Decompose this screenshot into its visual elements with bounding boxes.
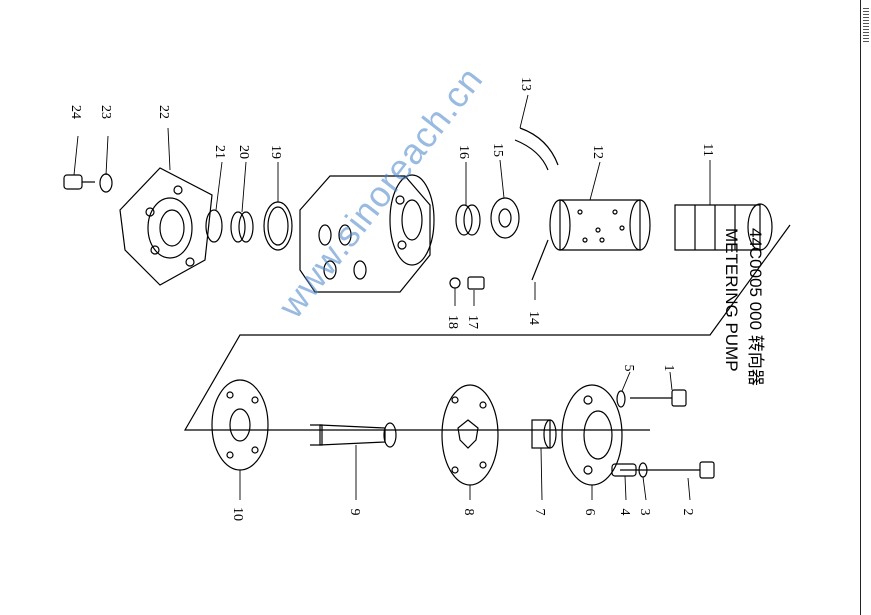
part-label-23: 23 (98, 105, 113, 119)
sheet-border (860, 0, 861, 615)
part-21-o-ring (205, 209, 223, 243)
part-22-flange (119, 167, 213, 286)
part-6-end-cap (561, 384, 623, 486)
part-label-10: 10 (230, 507, 245, 521)
part-4-spacer (611, 463, 637, 477)
part-label-3: 3 (637, 509, 652, 516)
sheet-corner-mark (863, 8, 869, 42)
assembly-frame-lines (183, 224, 791, 431)
part-label-2: 2 (680, 509, 695, 516)
part-12-sleeve (549, 199, 651, 251)
part-1-bolt (630, 389, 687, 407)
part-label-1: 1 (661, 365, 676, 372)
part-label-22: 22 (156, 105, 171, 119)
part-label-21: 21 (212, 145, 227, 159)
leader-lines (73, 94, 711, 501)
part-8-gerotor (441, 384, 499, 486)
part-label-12: 12 (590, 145, 605, 159)
part-label-24: 24 (68, 105, 83, 119)
part-9-drive-shaft (310, 422, 397, 448)
part-24-screw (63, 174, 95, 190)
part-label-8: 8 (461, 509, 476, 516)
part-label-15: 15 (490, 143, 505, 157)
part-15-disc (490, 197, 520, 239)
part-23-washer (99, 173, 113, 193)
part-10-end-plate (211, 379, 269, 471)
housing-body (299, 174, 435, 293)
part-label-5: 5 (621, 365, 636, 372)
part-5-washer (616, 390, 626, 408)
part-label-14: 14 (526, 311, 541, 325)
part-label-11: 11 (700, 143, 715, 156)
part-label-7: 7 (532, 509, 547, 516)
part-2-bolt (620, 461, 715, 479)
part-18-ball (449, 277, 461, 289)
part-label-9: 9 (347, 509, 362, 516)
part-label-19: 19 (268, 145, 283, 159)
part-label-16: 16 (456, 145, 471, 159)
part-label-13: 13 (518, 77, 533, 91)
part-labels: 24 23 22 21 20 19 16 15 13 12 11 14 17 1… (68, 77, 715, 521)
part-16-ring (455, 204, 481, 236)
part-label-4: 4 (617, 509, 632, 516)
part-label-18: 18 (445, 315, 460, 329)
part-19-seal (263, 201, 293, 251)
part-7-spacer (531, 419, 557, 449)
part-14-pin (531, 239, 549, 281)
part-label-20: 20 (236, 145, 251, 159)
part-17-check-valve (467, 276, 485, 290)
part-label-17: 17 (465, 315, 480, 329)
part-20-bushing (230, 211, 254, 243)
part-11-spool (674, 203, 773, 251)
part-13-centering-spring (514, 127, 559, 171)
part-label-6: 6 (582, 509, 597, 516)
